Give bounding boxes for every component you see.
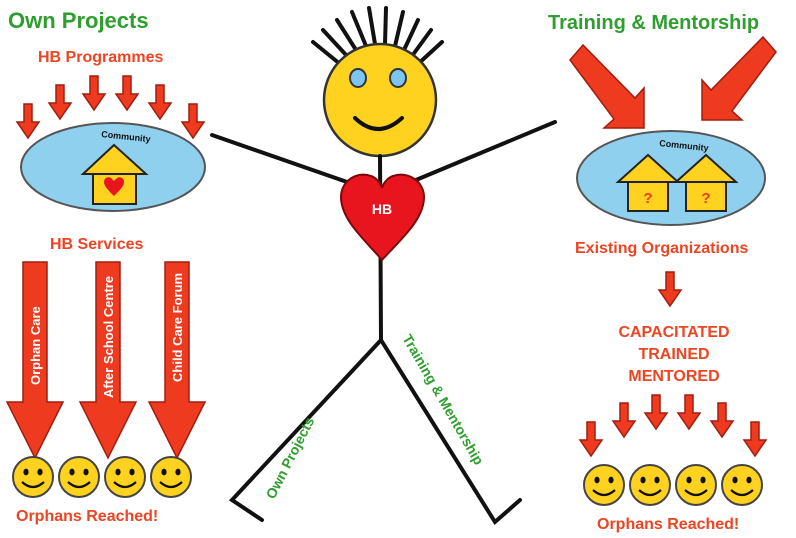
programmes-label: HB Programmes <box>38 49 164 66</box>
house-icon <box>80 143 149 205</box>
right-community <box>576 130 766 226</box>
left-community <box>20 122 206 212</box>
orphan-care-arrow <box>5 261 65 460</box>
service-label-after-school: After School Centre <box>101 276 116 398</box>
house-mark-2: ? <box>701 190 710 207</box>
right-leg-label: Training & Mentorship <box>399 332 487 468</box>
service-arrows <box>5 261 207 460</box>
right-heading: Training & Mentorship <box>548 12 760 34</box>
existing-label: Existing Organizations <box>575 240 749 257</box>
services-label: HB Services <box>50 236 144 253</box>
stick-figure-body <box>210 120 557 526</box>
left-heading: Own Projects <box>8 8 149 33</box>
service-label-child-care: Child Care Forum <box>170 273 185 382</box>
left-smileys <box>11 455 193 499</box>
status-line-trained: TRAINED <box>638 346 710 363</box>
child-care-arrow <box>147 261 207 460</box>
house-icon-2 <box>673 153 739 212</box>
service-label-orphan-care: Orphan Care <box>28 306 43 385</box>
left-result-label: Orphans Reached! <box>16 508 159 525</box>
right-smileys <box>582 463 764 507</box>
training-arrows <box>569 35 777 129</box>
stick-figure <box>210 6 557 526</box>
heart-label: HB <box>372 201 392 217</box>
stick-figure-face <box>322 42 438 158</box>
house-mark-1: ? <box>643 190 652 207</box>
heart-icon <box>104 177 124 196</box>
right-result-label: Orphans Reached! <box>597 516 740 533</box>
hair-lines <box>311 6 444 66</box>
status-line-capacitated: CAPACITATED <box>618 324 730 341</box>
status-line-mentored: MENTORED <box>628 368 720 385</box>
status-lines: CAPACITATED TRAINED MENTORED <box>584 322 764 388</box>
after-school-arrow <box>78 261 138 460</box>
mentored-arrows <box>579 394 767 457</box>
heart-shape <box>339 173 426 262</box>
house-icon-1 <box>615 153 681 212</box>
existing-arrow <box>658 271 682 307</box>
